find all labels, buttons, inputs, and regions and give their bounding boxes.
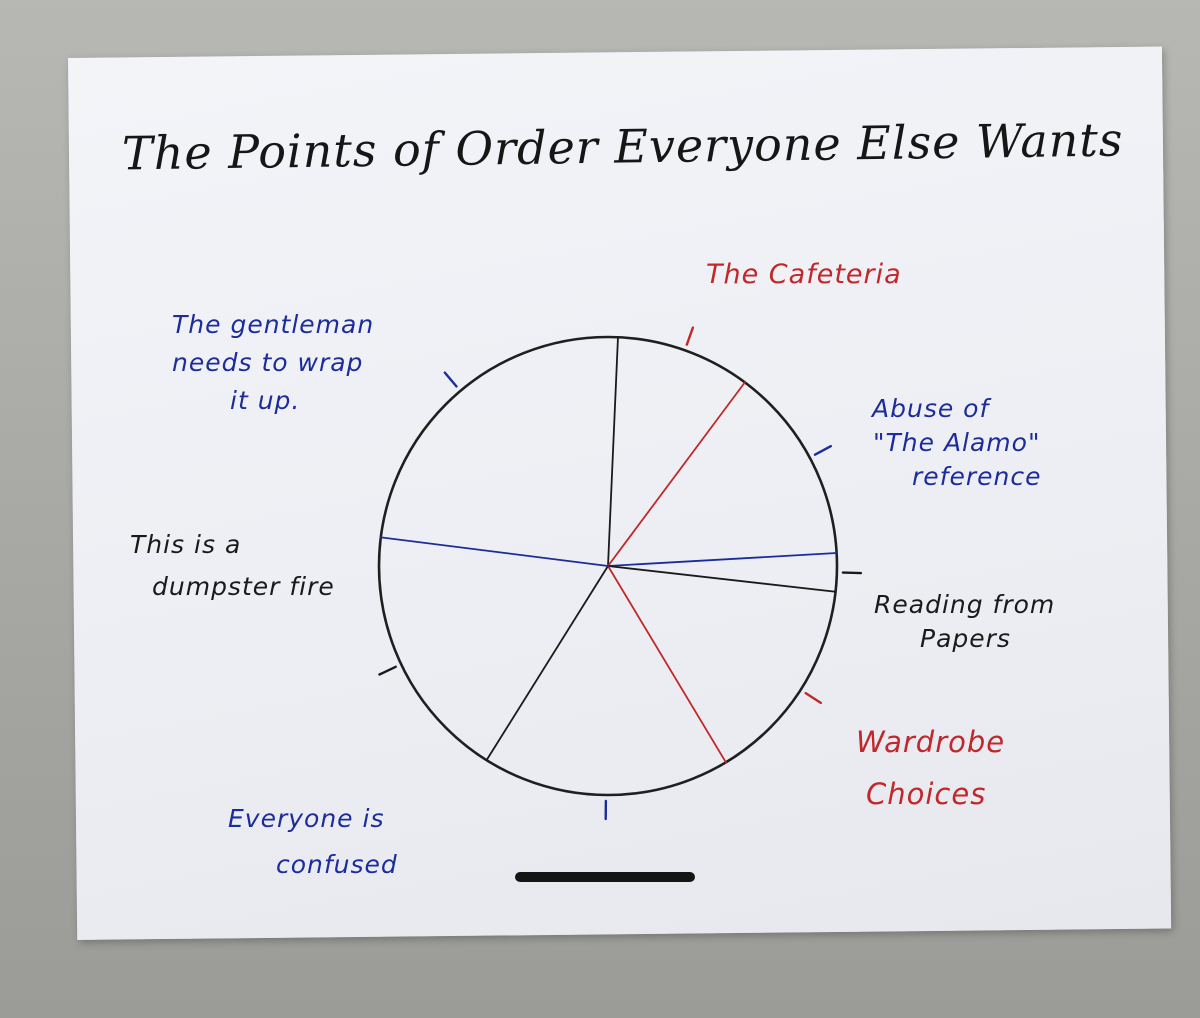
redacted-signature — [515, 872, 695, 882]
label-line: it up. — [230, 386, 301, 415]
label-dumpster: This is a dumpster fire — [130, 524, 335, 608]
pie-slice-edge-this-is-a-dumpster-fire — [485, 565, 609, 762]
label-line: reference — [912, 462, 1042, 491]
label-line: Papers — [920, 624, 1011, 653]
label-line: Everyone is — [228, 804, 385, 833]
pie-slice-edge-everyone-is-confused — [607, 565, 727, 764]
label-cafeteria: The Cafeteria — [706, 258, 902, 292]
label-line: needs to wrap — [172, 348, 364, 377]
pie-slice-edge-the-gentleman-needs-to-wrap-it-up — [379, 536, 609, 567]
label-confused: Everyone is confused — [228, 796, 398, 888]
pie-slice-edge-reading-from-papers — [607, 552, 838, 567]
label-line: "The Alamo" — [873, 428, 1041, 457]
label-line: Wardrobe — [856, 725, 1006, 759]
label-line: The Cafeteria — [706, 259, 902, 290]
pie-slice-tick-reading-from-papers — [841, 571, 863, 575]
label-wardrobe: Wardrobe Choices — [856, 716, 1005, 820]
pie-slice-edge-the-cafeteria — [607, 336, 619, 567]
label-alamo: Abuse of "The Alamo" reference — [872, 392, 1041, 494]
pie-slice-edge-abuse-of-the-alamo-reference — [607, 381, 746, 567]
pie-outline — [377, 335, 839, 797]
label-line: Choices — [866, 777, 987, 811]
pie-slice-edge-wardrobe-choices — [607, 565, 837, 593]
pie-slice-tick-the-gentleman-needs-to-wrap-it-up — [443, 371, 458, 388]
label-line: dumpster fire — [152, 572, 335, 601]
label-reading: Reading from Papers — [874, 588, 1055, 656]
label-line: Reading from — [874, 590, 1056, 619]
pie-slice-tick-the-cafeteria — [685, 326, 695, 346]
pie-slice-tick-abuse-of-the-alamo-reference — [813, 444, 833, 456]
pie-slice-tick-this-is-a-dumpster-fire — [378, 665, 397, 676]
label-line: The gentleman — [172, 310, 375, 339]
label-line: Abuse of — [872, 394, 990, 423]
label-gentleman: The gentleman needs to wrap it up. — [172, 306, 374, 420]
label-line: This is a — [130, 530, 242, 559]
pie-slice-tick-wardrobe-choices — [804, 691, 823, 705]
label-line: confused — [276, 850, 398, 879]
